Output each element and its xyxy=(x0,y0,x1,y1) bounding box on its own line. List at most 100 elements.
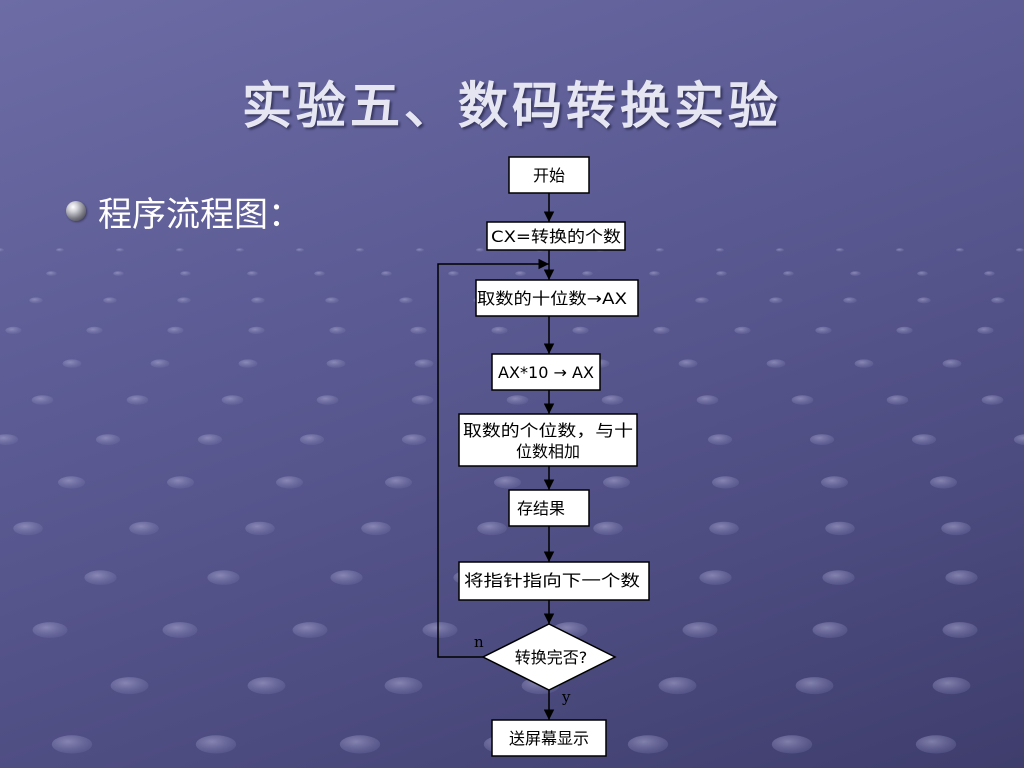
background-dot xyxy=(414,359,434,368)
step2-box xyxy=(491,353,601,391)
background-dot xyxy=(1013,434,1024,445)
background-dot xyxy=(678,359,698,368)
background-dot xyxy=(896,326,913,334)
background-dot xyxy=(941,521,971,536)
background-dot xyxy=(238,359,258,368)
background-dot xyxy=(276,476,303,489)
loop-back-arrow xyxy=(437,258,549,658)
background-dot xyxy=(942,622,978,638)
background-dot xyxy=(734,326,751,334)
step3-box xyxy=(458,413,638,467)
background-dot xyxy=(326,359,346,368)
yes-label: y xyxy=(561,688,571,706)
background-dot xyxy=(296,248,304,252)
background-dot xyxy=(51,735,93,754)
background-dot xyxy=(126,395,149,405)
step3-text-line1: 取数的个位数，与十 xyxy=(463,421,633,440)
background-dot xyxy=(0,248,4,252)
background-dot xyxy=(984,271,995,276)
background-dot xyxy=(221,395,244,405)
background-dot xyxy=(945,570,978,585)
background-dot xyxy=(854,359,874,368)
background-dot xyxy=(422,622,458,638)
background-dot xyxy=(825,521,855,536)
background-dot xyxy=(653,326,670,334)
background-dot xyxy=(582,271,593,276)
background-dot xyxy=(658,677,697,695)
background-dot xyxy=(942,359,962,368)
background-dot xyxy=(248,326,265,334)
background-dot xyxy=(103,297,117,304)
background-dot xyxy=(915,735,957,754)
bullet-item: 程序流程图： xyxy=(66,186,302,236)
background-dot xyxy=(766,359,786,368)
background-dot xyxy=(981,395,1004,405)
background-dot xyxy=(410,326,427,334)
background-dot xyxy=(116,248,124,252)
step5-text: 将指针指向下一个数 xyxy=(464,571,640,590)
background-dot xyxy=(356,248,364,252)
background-dot xyxy=(593,521,623,536)
init-box xyxy=(486,221,626,251)
background-dot xyxy=(771,735,813,754)
decision-text: 转换完否? xyxy=(515,648,588,667)
step5-box xyxy=(458,561,650,601)
background-dot xyxy=(13,521,43,536)
step4-text: 存结果 xyxy=(517,499,565,518)
bullet-sphere-icon xyxy=(66,201,86,221)
background-dot xyxy=(627,735,669,754)
background-dot xyxy=(86,326,103,334)
background-dot xyxy=(956,248,964,252)
background-dot xyxy=(325,297,339,304)
step2-text: AX*10 → AX xyxy=(498,363,594,382)
background-dot xyxy=(843,297,857,304)
background-dot xyxy=(896,248,904,252)
background-dot xyxy=(162,622,198,638)
background-dot xyxy=(917,297,931,304)
background-dot xyxy=(0,434,19,445)
background-dot xyxy=(150,359,170,368)
background-dot xyxy=(95,434,121,445)
background-dot xyxy=(251,297,265,304)
step3-text-line2: 位数相加 xyxy=(516,442,580,461)
background-dot xyxy=(911,434,937,445)
background-dot xyxy=(656,248,664,252)
background-dot xyxy=(448,271,459,276)
background-dot xyxy=(411,395,434,405)
background-dot xyxy=(361,521,391,536)
background-dot xyxy=(167,476,194,489)
background-dot xyxy=(601,395,624,405)
background-dot xyxy=(494,476,521,489)
background-dot xyxy=(113,271,124,276)
background-dot xyxy=(384,677,423,695)
background-dot xyxy=(712,476,739,489)
background-dot xyxy=(84,570,117,585)
background-dot xyxy=(930,476,957,489)
background-dot xyxy=(245,521,275,536)
background-dot xyxy=(506,395,529,405)
background-dot xyxy=(330,570,363,585)
background-dot xyxy=(809,434,835,445)
background-dot xyxy=(822,570,855,585)
step1-text: 取数的十位数→AX xyxy=(477,289,627,308)
background-dot xyxy=(180,271,191,276)
background-dot xyxy=(1016,248,1024,252)
no-label: n xyxy=(474,633,484,651)
background-dot xyxy=(32,622,68,638)
slide-title: 实验五、数码转换实验 xyxy=(242,76,782,135)
background-dot xyxy=(886,395,909,405)
background-dot xyxy=(682,622,718,638)
background-dot xyxy=(329,326,346,334)
background-dot xyxy=(815,326,832,334)
background-dot xyxy=(31,395,54,405)
background-dot xyxy=(401,434,427,445)
background-dot xyxy=(649,271,660,276)
background-dot xyxy=(29,297,43,304)
background-dot xyxy=(716,248,724,252)
background-dot xyxy=(247,677,286,695)
background-dot xyxy=(236,248,244,252)
background-dot xyxy=(177,297,191,304)
background-dot xyxy=(292,622,328,638)
background-dot xyxy=(991,297,1005,304)
